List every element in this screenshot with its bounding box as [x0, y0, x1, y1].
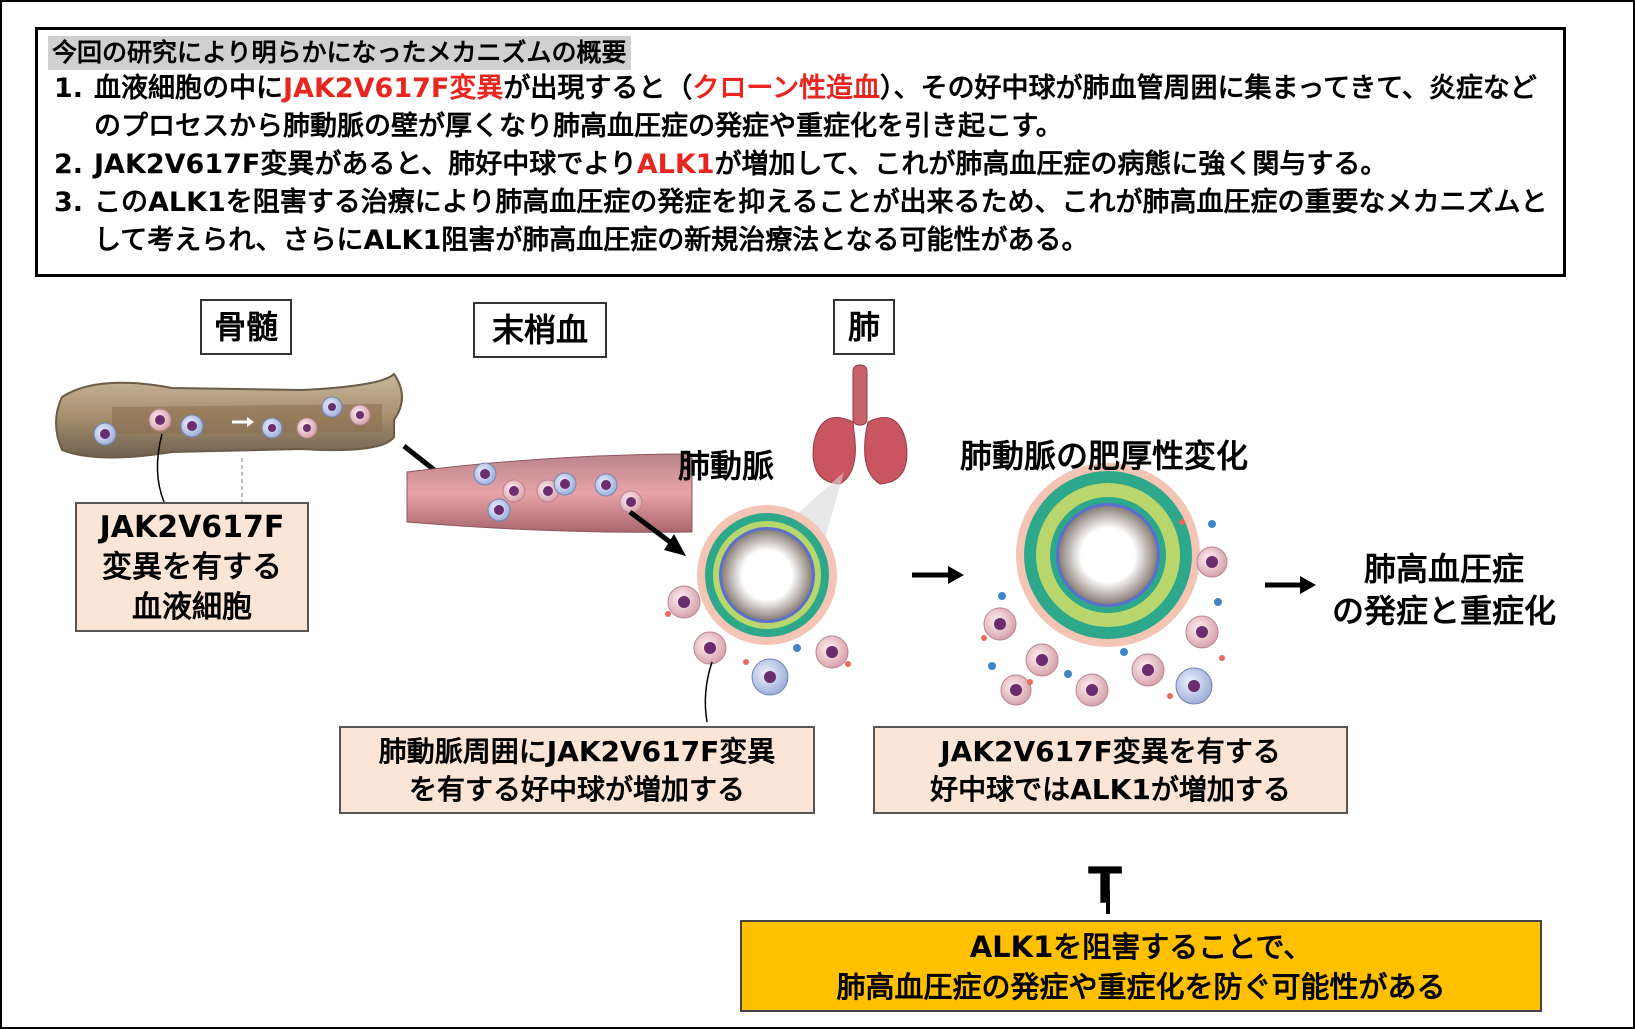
blood-vessel-illustration — [406, 453, 693, 533]
thickened-artery-cross-section — [1016, 463, 1200, 647]
alk1-inhibition-box: ALK1を阻害することで、 肺高血圧症の発症や重症化を防ぐ可能性がある — [740, 920, 1542, 1012]
item-text: 血液細胞の中に — [94, 73, 283, 104]
summary-item-3: 3. このALK1を阻害する治療により肺高血圧症の発症を抑えることが出来るため、こ… — [48, 184, 1551, 260]
highlight-chip: クローン性造血 — [692, 73, 881, 104]
highlight-alk1: ALK1 — [636, 149, 715, 180]
label-lung: 肺 — [833, 299, 895, 355]
label-thickening: 肺動脈の肥厚性変化 — [960, 437, 1249, 475]
note-line: 変異を有する — [102, 550, 282, 585]
summary-box: 今回の研究により明らかになったメカニズムの概要 1.血液細胞の中にJAK2V61… — [35, 27, 1566, 277]
note-line: を有する好中球が増加する — [408, 773, 745, 806]
item-number: 2. — [54, 149, 84, 180]
item-text: このALK1を阻害する治療により肺高血圧症の発症を抑えることが出来るため、これが… — [94, 187, 1548, 256]
item-text: ）、その好中球が肺血管周囲に集まってきて、炎症などのプロセスから肺動脈の壁が厚く… — [94, 73, 1537, 142]
note-mutant-cells: JAK2V617F 変異を有する 血液細胞 — [75, 502, 309, 632]
summary-item-1: 1. 血液細胞の中にJAK2V617F変異が出現すると（クローン性造血）、その好中… — [48, 70, 1551, 146]
label-peripheral-blood: 末梢血 — [473, 302, 607, 358]
inhibit-symbol: T — [1088, 857, 1123, 915]
pointer-line — [704, 661, 713, 723]
neutrophil-cells — [981, 519, 1228, 707]
item-text: JAK2V617F変異があると、肺好中球でより — [94, 149, 637, 180]
lung-illustration — [812, 364, 908, 485]
neutrophil-cells — [665, 585, 851, 696]
note-line: JAK2V617F変異を有する — [940, 735, 1281, 768]
arrow-icon — [912, 566, 964, 584]
note-line: 肺動脈周囲にJAK2V617F変異 — [378, 735, 776, 768]
note-line: 好中球ではALK1が増加する — [930, 773, 1291, 806]
inhibition-line-1: ALK1を阻害することで、 — [969, 930, 1313, 964]
summary-item-2: 2. JAK2V617F変異があると、肺好中球でよりALK1が増加して、これが肺高… — [48, 146, 1551, 184]
inhibition-line-2: 肺高血圧症の発症や重症化を防ぐ可能性がある — [836, 970, 1446, 1004]
item-text: が増加して、これが肺高血圧症の病態に強く関与する。 — [714, 149, 1388, 180]
summary-title: 今回の研究により明らかになったメカニズムの概要 — [48, 36, 631, 70]
item-number: 1. — [54, 73, 84, 104]
bone-illustration — [55, 372, 403, 459]
note-line: 血液細胞 — [132, 590, 252, 625]
note-alk1-increase: JAK2V617F変異を有する 好中球ではALK1が増加する — [873, 726, 1348, 814]
outcome-text: 肺高血圧症 の発症と重症化 — [1332, 548, 1556, 632]
label-pulmonary-artery: 肺動脈 — [678, 447, 775, 485]
item-number: 3. — [54, 187, 84, 218]
artery-cross-section — [697, 505, 837, 645]
outcome-line-1: 肺高血圧症 — [1364, 550, 1525, 588]
arrow-icon — [628, 510, 686, 556]
item-text: が出現すると（ — [503, 73, 693, 104]
pointer-line — [156, 433, 165, 503]
label-bone-marrow: 骨髄 — [200, 299, 292, 355]
arrow-icon — [1265, 576, 1316, 594]
note-neutrophil-increase: 肺動脈周囲にJAK2V617F変異 を有する好中球が増加する — [339, 726, 815, 814]
highlight-jak2: JAK2V617F変異 — [283, 73, 504, 104]
note-line: JAK2V617F — [99, 510, 285, 545]
outcome-line-2: の発症と重症化 — [1332, 592, 1557, 630]
